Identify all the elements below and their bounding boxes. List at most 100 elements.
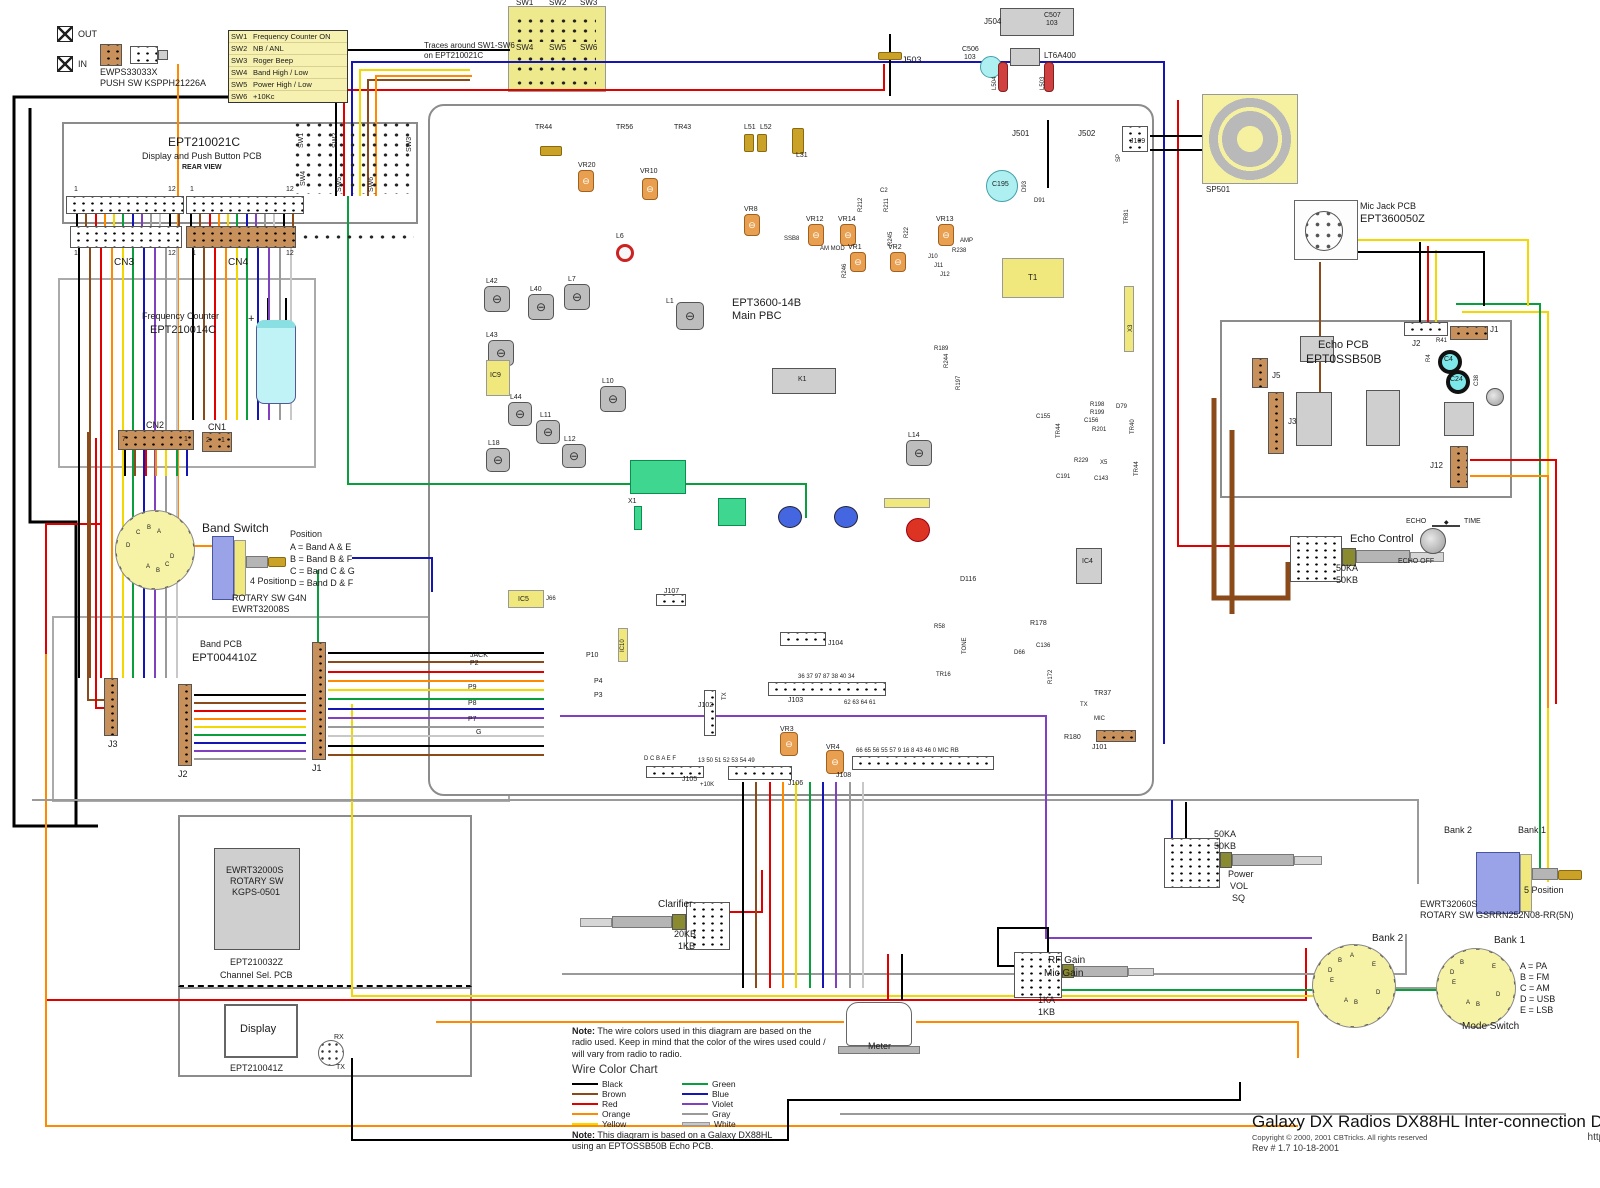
label-sw5: SW5 [549, 43, 567, 52]
label-cn3: CN3 [114, 257, 135, 268]
label-p10: P10 [586, 652, 599, 659]
echo-misc [1486, 388, 1504, 406]
sw-function: NB / ANL [253, 44, 284, 53]
label-cn4: CN4 [228, 257, 249, 268]
VR13: ⊖ [938, 224, 954, 246]
label-band-switch: Band Switch [202, 521, 269, 535]
label-cn1: CN1 [208, 422, 227, 432]
wire [1470, 475, 1549, 708]
J104 [780, 632, 826, 646]
label-x5: X5 [1100, 460, 1108, 466]
echo-j5 [1252, 358, 1268, 388]
label-bank-1: Bank 1 [1518, 825, 1547, 835]
label-tr40: TR40 [1130, 419, 1136, 434]
label-on-ept210021c: on EPT210021C [424, 51, 484, 60]
label-l6: L6 [616, 233, 624, 240]
label-j2: J2 [178, 769, 188, 779]
label-12: 12 [168, 186, 176, 193]
wire-color-entry: Black [572, 1079, 682, 1089]
label-vr20: VR20 [578, 162, 596, 169]
label-sw2: SW2 [332, 132, 339, 148]
label-sw4: SW4 [516, 43, 534, 52]
fan-wire [862, 782, 864, 988]
label-tr44: TR44 [535, 124, 553, 131]
fan-wire [328, 698, 544, 700]
label-1kb: 1KB [1038, 1007, 1056, 1017]
label-e: E [1452, 980, 1457, 986]
label-l14: L14 [908, 432, 920, 439]
label-j2: J2 [1412, 339, 1421, 348]
label-l503: L503 [1040, 76, 1046, 90]
cn2 [118, 430, 194, 450]
fan-wire [755, 782, 757, 988]
label-ept3600-14b: EPT3600-14B [732, 297, 802, 309]
label-j101: J101 [1092, 744, 1108, 751]
copyright: Copyright © 2000, 2001 CBTricks. All rig… [1252, 1133, 1428, 1142]
label-r178: R178 [1030, 620, 1047, 627]
label-rotary-sw-g4n: ROTARY SW G4N [232, 593, 307, 603]
label-tx: TX [336, 1064, 345, 1071]
fan-wire [176, 450, 178, 476]
label-d: D [126, 543, 131, 549]
label-cn2: CN2 [146, 420, 165, 430]
label-tr56: TR56 [616, 124, 634, 131]
fan-wire [165, 450, 167, 476]
label-c156: C156 [1084, 418, 1099, 424]
sw-function: Band High / Low [253, 68, 309, 77]
label-l42: L42 [486, 278, 498, 285]
label-ewrt32008s: EWRT32008S [232, 604, 290, 614]
label-ewrt32060s: EWRT32060S [1420, 899, 1478, 909]
label-vr10: VR10 [640, 168, 658, 175]
label-a-band-a-e: A = Band A & E [290, 542, 352, 552]
sw-legend-row: SW4 Band High / Low [229, 67, 347, 79]
label-103: 103 [1046, 20, 1058, 27]
label-clarifier: Clarifier [658, 899, 693, 910]
wire-color-swatch [682, 1102, 708, 1105]
VR3: ⊖ [780, 732, 798, 756]
wire-color-entry: Red [572, 1099, 682, 1109]
L7: ⊖ [564, 284, 590, 310]
L52 [757, 134, 767, 152]
wire [916, 1021, 1299, 1058]
label-c507: C507 [1044, 12, 1061, 19]
rotary4-body [212, 536, 234, 600]
rf-pot-tip [1128, 968, 1154, 976]
label-b: B [1338, 958, 1343, 964]
meter-body [846, 1002, 912, 1046]
label-e: E [1330, 978, 1335, 984]
label-1ka: 1KA [1038, 995, 1056, 1005]
label-1kb: 1KB [678, 941, 696, 951]
echo-ic3 [1366, 390, 1400, 446]
label-r180: R180 [1064, 734, 1081, 741]
label-1: 1 [74, 186, 78, 193]
sw-id: SW1 [231, 32, 248, 41]
label-5-position: 5 Position [1524, 885, 1564, 895]
J103 [768, 682, 886, 696]
label-c143: C143 [1094, 476, 1109, 482]
L14: ⊖ [906, 440, 932, 466]
label-l43: L43 [486, 332, 498, 339]
wire [1354, 251, 1485, 306]
title-block: Galaxy DX Radios DX88HL Inter-connection… [1252, 1112, 1600, 1153]
label-vr14: VR14 [838, 216, 856, 223]
label-c: C [136, 530, 141, 536]
sw-id: SW4 [231, 68, 248, 77]
label-rf-gain: RF Gain [1048, 955, 1086, 966]
VR12: ⊖ [808, 224, 824, 246]
label-1: 1 [190, 186, 194, 193]
L18: ⊖ [486, 448, 510, 472]
echo-j2 [1404, 322, 1448, 336]
fan-wire [236, 248, 238, 420]
label-b: B [147, 525, 152, 531]
wire-color-name: Violet [712, 1098, 734, 1109]
label-r58: R58 [934, 624, 946, 630]
label-vr2: VR2 [888, 244, 902, 251]
label-c24: C24 [1450, 376, 1463, 383]
label-50ka: 50KA [1336, 563, 1359, 573]
fan-wire [328, 745, 544, 747]
label-b: B [1460, 960, 1465, 966]
label-p9: P9 [468, 684, 477, 691]
wire-note: Note: The wire colors used in this diagr… [572, 1026, 826, 1059]
label-sw5: SW5 [336, 176, 343, 192]
